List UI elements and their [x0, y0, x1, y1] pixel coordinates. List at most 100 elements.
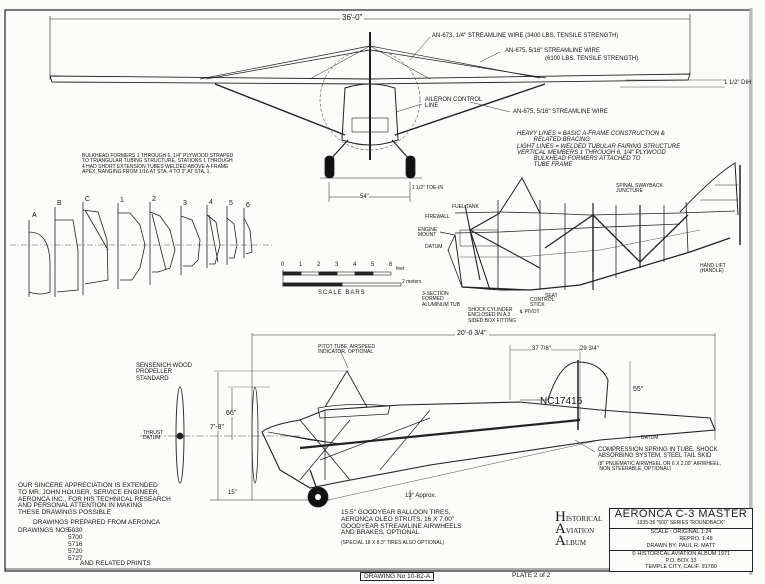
logo-initial-h: H	[555, 509, 566, 525]
scale-tick-3: 3	[335, 262, 339, 268]
wire-strength-label: (6100 lbs. TENSILE STRENGTH)	[545, 56, 639, 62]
bulkhead-1	[117, 203, 146, 289]
logo-initial-a2: A	[555, 533, 566, 549]
tail-skid-label: COMPRESSION SPRING IN TUBE, SHOCK ABSORB…	[598, 447, 718, 460]
station-label-6: 6	[246, 202, 250, 209]
spinal-swayback-label: SPINAL SWAYBACK JUNCTURE	[616, 183, 663, 195]
prop-height-dimension: 66"	[226, 410, 237, 418]
aluminum-tub-label: 3-SECTION FORMED ALUMINUM TUB	[422, 291, 460, 308]
bulkhead-B	[54, 207, 79, 297]
pivot-label: ℄ PIVOT	[520, 309, 540, 315]
fin-forward-dimension: 37 7/8"	[532, 346, 551, 353]
station-label-B: B	[57, 200, 62, 207]
side-view	[140, 333, 716, 508]
side-datum-label: DATUM	[641, 435, 659, 441]
drawing-no-5720: 5720	[68, 548, 83, 555]
tail-skid-options: (8" PNUEMATIC AIRWHEEL OR 6 x 2.00" AIRW…	[598, 461, 721, 473]
logo-line-1: ISTORICAL	[565, 515, 603, 523]
dihedral-label: 1 1/2" DIH	[724, 80, 752, 86]
scale-tick-1: 1	[299, 262, 303, 268]
ground-angle-label: 13° Approx.	[405, 493, 437, 499]
propeller-label: SENSENICH WOOD PROPELLER STANDARD	[136, 363, 193, 382]
title-block-publisher: © HISTORICAL AVIATION ALBUM 1971 P.O. BO…	[610, 551, 752, 571]
drawing-no-5030: 5030	[68, 527, 83, 534]
bulkhead-4	[206, 205, 221, 268]
logo-initial-a1: A	[555, 521, 566, 537]
scale-meters-unit: 2 meters	[402, 279, 422, 285]
firewall-label: FIREWALL	[425, 214, 450, 220]
related-prints-label: AND RELATED PRINTS	[80, 560, 151, 567]
bulkhead-A	[28, 220, 51, 297]
station-label-4: 4	[209, 199, 213, 206]
plate-number: PLATE 2 of 2	[512, 572, 551, 579]
tires-optional-note: (SPECIAL 18 x 8.3" TIRES ALSO OPTIONAL)	[341, 540, 445, 546]
fuselage-frame	[439, 162, 741, 291]
drawing-no-5727: 5727	[68, 555, 83, 562]
shock-cylinder-label: SHOCK CYLINDER ENCLOSED IN A 3 SIDED BOX…	[468, 307, 517, 324]
logo-line-3: LBUM	[565, 539, 587, 547]
station-label-A: A	[32, 212, 37, 219]
scale-bars	[282, 270, 402, 287]
scale-tick-0: 0	[281, 262, 285, 268]
prepared-from-label: DRAWINGS PREPARED FROM AERONCA	[33, 519, 161, 526]
fin-height-dimension: 55"	[633, 386, 644, 393]
ground-clearance-dimension: 15"	[228, 490, 237, 496]
pitot-tube-label: PITOT TUBE, AIRSPEED INDICATOR, OPTIONAL	[318, 344, 375, 356]
scale-original: SCALE : ORIGINAL 1:24	[650, 529, 712, 535]
historical-aviation-album-logo: HISTORICAL AVIATION ALBUM	[555, 508, 602, 550]
title-block-header: AERONCA C-3 MASTER 1935-36 "500" SERIES …	[610, 509, 752, 529]
tires-note: 15.5" GOODYEAR BALLOON TIRES, AERONCA OL…	[341, 509, 462, 537]
scale-bars-caption: SCALE BARS	[318, 290, 366, 296]
scale-tick-6: 6	[389, 262, 393, 268]
engine-mount-label: ENGINE MOUNT	[418, 227, 438, 239]
station-label-C: C	[85, 196, 91, 203]
scale-tick-5: 5	[371, 262, 375, 268]
title-block-scale: SCALE : ORIGINAL 1:24 REPRO. 1:48 DRAWN …	[610, 529, 752, 551]
station-label-3: 3	[183, 200, 187, 207]
front-view	[49, 14, 725, 202]
bulkhead-6	[243, 208, 253, 258]
span-dimension: 36'-0"	[340, 13, 365, 23]
wire-label-an675-upper: AN-675, 5/16" STREAMLINE WIRE	[505, 48, 600, 54]
drawn-by: DRAWN BY: PAUL R. MATT	[646, 543, 716, 549]
bulkhead-3	[180, 206, 201, 275]
control-stick-label: CONTROL STICK	[530, 297, 555, 309]
scale-feet-unit: feet	[396, 266, 405, 272]
publisher-city: TEMPLE CITY, CALIF. 91780	[645, 564, 717, 570]
aircraft-subtitle: 1935-36 "500" SERIES "ROUNDBACK"	[636, 520, 726, 526]
aircraft-title: AERONCA C-3 MASTER	[614, 508, 748, 520]
station-label-2: 2	[152, 196, 156, 203]
logo-line-2: VIATION	[565, 527, 595, 535]
fin-aft-dimension: 29 3/4"	[580, 346, 599, 353]
thrust-datum-label: THRUST DATUM	[143, 430, 164, 442]
scale-tick-2: 2	[317, 262, 321, 268]
bulkhead-note: BULKHEAD FORMERS 1 THROUGH 6, 1/4" PLYWO…	[82, 153, 234, 175]
drawing-no-5700: 5700	[68, 534, 83, 541]
copyright-line: © HISTORICAL AVIATION ALBUM 1971	[631, 551, 731, 557]
drawing-number: DRAWING No 10-82-A	[360, 572, 435, 581]
registration-number: NC17416	[540, 396, 583, 407]
wire-label-an675-lower: AN-675, 5/16" STREAMLINE WIRE	[513, 109, 608, 115]
seat-label: SEAT	[545, 293, 558, 299]
wire-label-an673: AN-673, 1/4" STREAMLINE WIRE (3400 lbs. …	[432, 33, 619, 39]
total-height-dimension: 7'-8"	[210, 424, 224, 432]
bulkhead-5	[226, 206, 238, 265]
acknowledgement-text: OUR SINCERE APPRECIATION IS EXTENDED TO …	[18, 482, 171, 517]
title-block: AERONCA C-3 MASTER 1935-36 "500" SERIES …	[609, 508, 753, 572]
structure-note: HEAVY LINES = BASIC A-FRAME CONSTRUCTION…	[517, 131, 681, 169]
track-dimension: 54"	[360, 194, 369, 201]
po-box: P.O. BOX 33	[665, 557, 697, 564]
station-label-1: 1	[120, 197, 124, 204]
toe-in-label: 1 1/2" TOE-IN	[412, 185, 444, 191]
bulkhead-2	[149, 202, 176, 285]
length-dimension: 20'-0 3/4"	[455, 330, 489, 338]
drawing-nos-label: DRAWINGS NOs.	[18, 527, 72, 534]
station-label-5: 5	[229, 200, 233, 207]
fuel-tank-label: FUEL TANK	[452, 204, 479, 210]
scale-repro: REPRO. 1:48	[679, 536, 713, 542]
bulkhead-C	[82, 202, 109, 295]
scale-tick-4: 4	[353, 262, 357, 268]
aileron-control-label: AILERON CONTROL LINE	[425, 97, 483, 110]
drawing-no-5716: 5716	[68, 541, 83, 548]
